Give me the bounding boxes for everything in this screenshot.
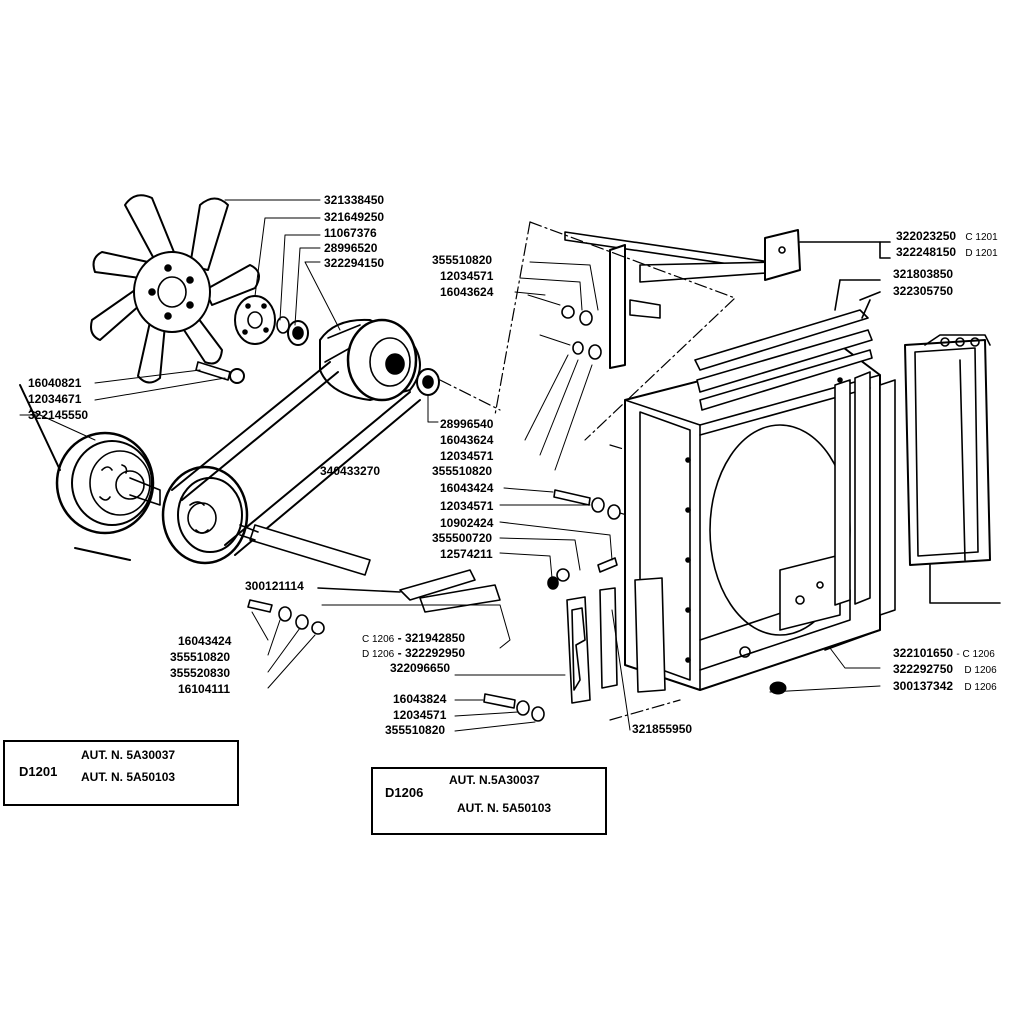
belt-label: 340433270 — [320, 464, 381, 478]
part-label: 12034571 — [440, 499, 494, 513]
part-label: 11067376 — [324, 226, 377, 240]
authorization-number: AUT. N. 5A50103 — [457, 801, 552, 815]
part-label: 12574211 — [440, 547, 493, 561]
part-label: 355510820 — [385, 723, 446, 737]
part-label: 321338450 — [324, 193, 385, 207]
model-box-d1201: D1201 AUT. N. 5A30037 AUT. N. 5A50103 — [3, 740, 239, 806]
fan-pulley — [319, 318, 440, 402]
part-label: 12034571 — [440, 449, 494, 463]
authorization-number: AUT. N. 5A50103 — [81, 770, 176, 784]
bracket-leaders — [514, 261, 602, 471]
drive-shaft — [239, 524, 371, 576]
seal-strips — [694, 279, 881, 411]
variant-label: 300137342 D 1206 — [893, 679, 997, 694]
bottom-leaders — [454, 609, 881, 731]
part-label: 355510820 — [170, 650, 231, 664]
part-label: 321803850 — [893, 267, 954, 281]
mid-leaders — [499, 487, 613, 579]
variant-label: 322101650 - C 1206 — [893, 646, 995, 661]
side-plate-label: 321855950 — [632, 722, 693, 736]
part-label: 355520830 — [170, 666, 231, 680]
cooling-fan — [90, 194, 260, 384]
fan-leaders — [224, 199, 439, 423]
bottom-bolt — [454, 693, 545, 732]
variant-label: 322248150 D 1201 — [896, 245, 998, 260]
crank-pulley — [55, 431, 161, 535]
part-label: 28996540 — [440, 417, 494, 431]
variant-label: 322023250 C 1201 — [896, 229, 998, 244]
part-label: 322294150 — [324, 256, 385, 270]
part-label: 12034671 — [28, 392, 82, 406]
part-label: 16043424 — [440, 481, 494, 495]
radiator-shroud — [624, 344, 881, 691]
variant-label: C 1206 - 321942850 — [362, 631, 466, 646]
top-rod — [564, 229, 891, 369]
part-label: 12034571 — [393, 708, 447, 722]
plate-label: 322096650 — [390, 661, 451, 675]
part-label: 12034571 — [440, 269, 494, 283]
part-label: 28996520 — [324, 241, 378, 255]
part-label: 355510820 — [432, 464, 493, 478]
fan-bolt — [195, 361, 245, 384]
part-label: 300121114 — [245, 579, 304, 593]
left-bolt-set — [247, 599, 511, 689]
part-label: 16043624 — [440, 433, 494, 447]
part-label: 16043424 — [178, 634, 232, 648]
part-label: 16104111 — [178, 682, 231, 696]
part-label: 321649250 — [324, 210, 385, 224]
model-code: D1206 — [385, 785, 424, 800]
part-label: 16040821 — [28, 376, 82, 390]
side-rails — [834, 371, 896, 616]
fan-flange — [234, 295, 309, 346]
radiator-core — [904, 334, 1001, 604]
part-label: 16043824 — [393, 692, 447, 706]
part-label: 10902424 — [440, 516, 494, 530]
lower-brackets — [566, 577, 666, 704]
variant-label: D 1206 - 322292950 — [362, 646, 466, 661]
model-box-d1206: D1206 AUT. N.5A30037 AUT. N. 5A50103 — [371, 767, 607, 835]
variant-label: 322292750 D 1206 — [893, 662, 997, 677]
model-code: D1201 — [19, 764, 58, 779]
authorization-number: AUT. N.5A30037 — [449, 773, 540, 787]
lower-pulley — [161, 465, 249, 565]
part-label: 355500720 — [432, 531, 493, 545]
part-label: 322305750 — [893, 284, 954, 298]
authorization-number: AUT. N. 5A30037 — [81, 748, 176, 762]
part-label: 355510820 — [432, 253, 493, 267]
part-label: 16043624 — [440, 285, 494, 299]
left-leaders — [19, 369, 226, 441]
part-label: 322145550 — [28, 408, 89, 422]
support-bar — [317, 569, 501, 613]
